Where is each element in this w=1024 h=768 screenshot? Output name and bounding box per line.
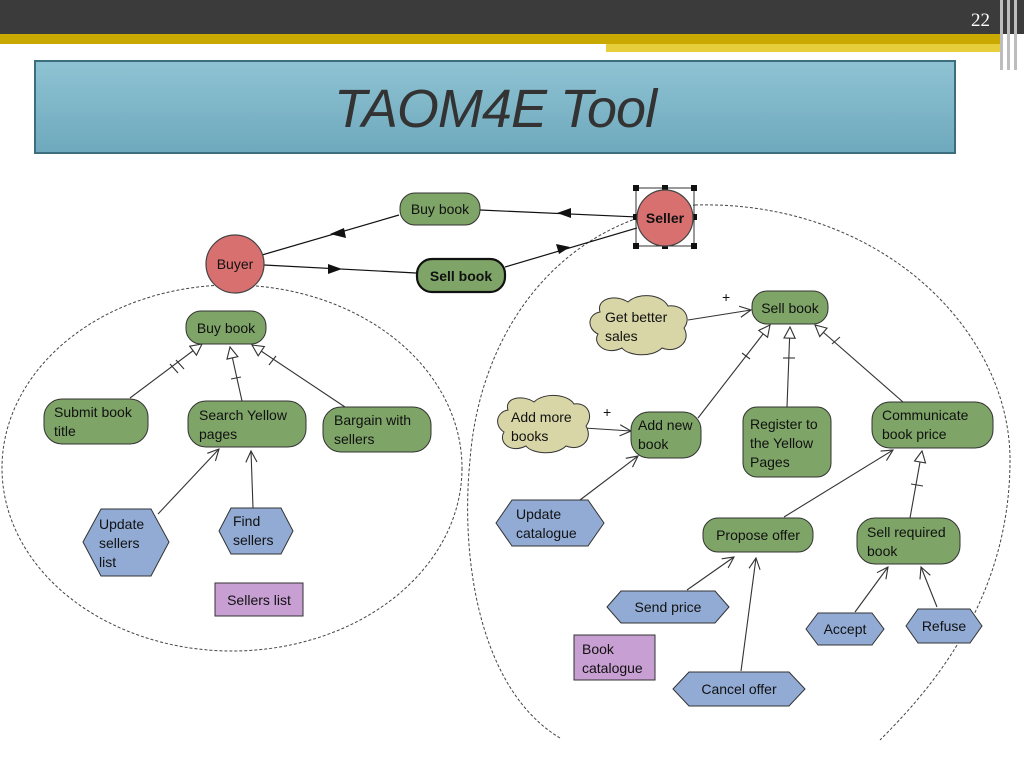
softgoal-add-more-line1: Add more (511, 409, 572, 425)
task-send-price[interactable]: Send price (606, 590, 730, 624)
softgoal-add-more-line2: books (511, 428, 548, 444)
resource-sellers-list[interactable]: Sellers list (214, 582, 304, 617)
gold-stripe (0, 34, 1000, 44)
softgoal-better-sales[interactable]: Get better sales (589, 295, 688, 356)
seller-boundary (467, 204, 1011, 741)
resource-book-catalogue-line2: catalogue (582, 660, 643, 676)
page-number: 22 (971, 10, 990, 31)
task-refuse-label: Refuse (922, 618, 967, 634)
task-refuse[interactable]: Refuse (905, 608, 983, 644)
goal-submit-title-line2: title (54, 423, 76, 439)
gold-stripe-light (606, 44, 1000, 52)
softgoal-better-sales-line1: Get better (605, 309, 668, 325)
resource-book-catalogue-line1: Book (582, 641, 615, 657)
dep-buy-book-label: Buy book (411, 201, 470, 217)
goal-propose-offer[interactable]: Propose offer (702, 517, 814, 553)
edge-decoration (998, 0, 1024, 70)
goal-add-new-line2: book (638, 436, 669, 452)
goal-submit-title-line1: Submit book (54, 404, 133, 420)
softgoal-add-more[interactable]: Add more books (497, 395, 590, 454)
goal-communicate-line2: book price (882, 426, 947, 442)
buyer-actor[interactable]: Buyer (205, 234, 265, 294)
task-update-list-line1: Update (99, 516, 144, 532)
task-find-sellers[interactable]: Find sellers (218, 507, 294, 555)
task-send-price-label: Send price (635, 599, 702, 615)
task-accept[interactable]: Accept (805, 612, 885, 646)
task-update-catalogue[interactable]: Update catalogue (495, 499, 605, 547)
goal-bargain[interactable]: Bargain with sellers (322, 406, 432, 453)
dependency-arrowheads (328, 208, 571, 274)
task-accept-label: Accept (824, 621, 867, 637)
buyer-root-goal-label: Buy book (197, 320, 256, 336)
task-update-list-line3: list (99, 554, 116, 570)
buyer-label: Buyer (217, 256, 254, 272)
goal-add-new-line1: Add new (638, 417, 693, 433)
title-banner: TAOM4E Tool (34, 60, 956, 154)
goal-sell-required-line1: Sell required (867, 524, 946, 540)
goal-bargain-line2: sellers (334, 431, 374, 447)
dep-sell-book[interactable]: Sell book (415, 257, 507, 294)
goal-submit-title[interactable]: Submit book title (43, 398, 149, 445)
goal-communicate[interactable]: Communicate book price (871, 401, 994, 449)
task-cancel-offer[interactable]: Cancel offer (672, 671, 806, 707)
task-find-sellers-line2: sellers (233, 532, 273, 548)
goal-sell-required-line2: book (867, 543, 898, 559)
goal-communicate-line1: Communicate (882, 407, 969, 423)
buyer-root-goal[interactable]: Buy book (185, 310, 267, 345)
resource-sellers-list-label: Sellers list (227, 592, 291, 608)
plus-better-sales: + (722, 289, 730, 305)
task-cancel-offer-label: Cancel offer (701, 681, 777, 697)
buyer-links (129, 344, 346, 515)
goal-propose-offer-label: Propose offer (716, 527, 800, 543)
goal-add-new[interactable]: Add new book (630, 411, 702, 459)
task-update-list[interactable]: Update sellers list (82, 508, 170, 577)
goal-search-pages-line1: Search Yellow (199, 407, 288, 423)
goal-register-line1: Register to (750, 416, 818, 432)
seller-link-ticks (741, 336, 924, 487)
slide-title: TAOM4E Tool (333, 79, 657, 139)
goal-bargain-line1: Bargain with (334, 412, 411, 428)
seller-label: Seller (646, 210, 685, 226)
plus-add-more: + (603, 404, 611, 420)
goal-sell-required[interactable]: Sell required book (856, 517, 961, 565)
seller-root-goal[interactable]: Sell book (751, 290, 829, 325)
top-bar (0, 0, 1024, 34)
seller-links (579, 310, 938, 672)
seller-root-goal-label: Sell book (761, 300, 820, 316)
dep-sell-book-label: Sell book (430, 268, 492, 284)
task-update-list-line2: sellers (99, 535, 139, 551)
goal-register-line3: Pages (750, 454, 790, 470)
softgoal-better-sales-line2: sales (605, 328, 638, 344)
dep-buy-book[interactable]: Buy book (399, 192, 481, 226)
task-update-catalogue-line2: catalogue (516, 525, 577, 541)
seller-actor[interactable]: Seller (633, 185, 697, 249)
goal-search-pages[interactable]: Search Yellow pages (187, 400, 307, 448)
resource-book-catalogue[interactable]: Book catalogue (573, 634, 656, 681)
buyer-link-ticks (169, 355, 277, 380)
task-find-sellers-line1: Find (233, 513, 260, 529)
goal-search-pages-line2: pages (199, 426, 237, 442)
goal-register-line2: the Yellow (750, 435, 814, 451)
task-update-catalogue-line1: Update (516, 506, 561, 522)
